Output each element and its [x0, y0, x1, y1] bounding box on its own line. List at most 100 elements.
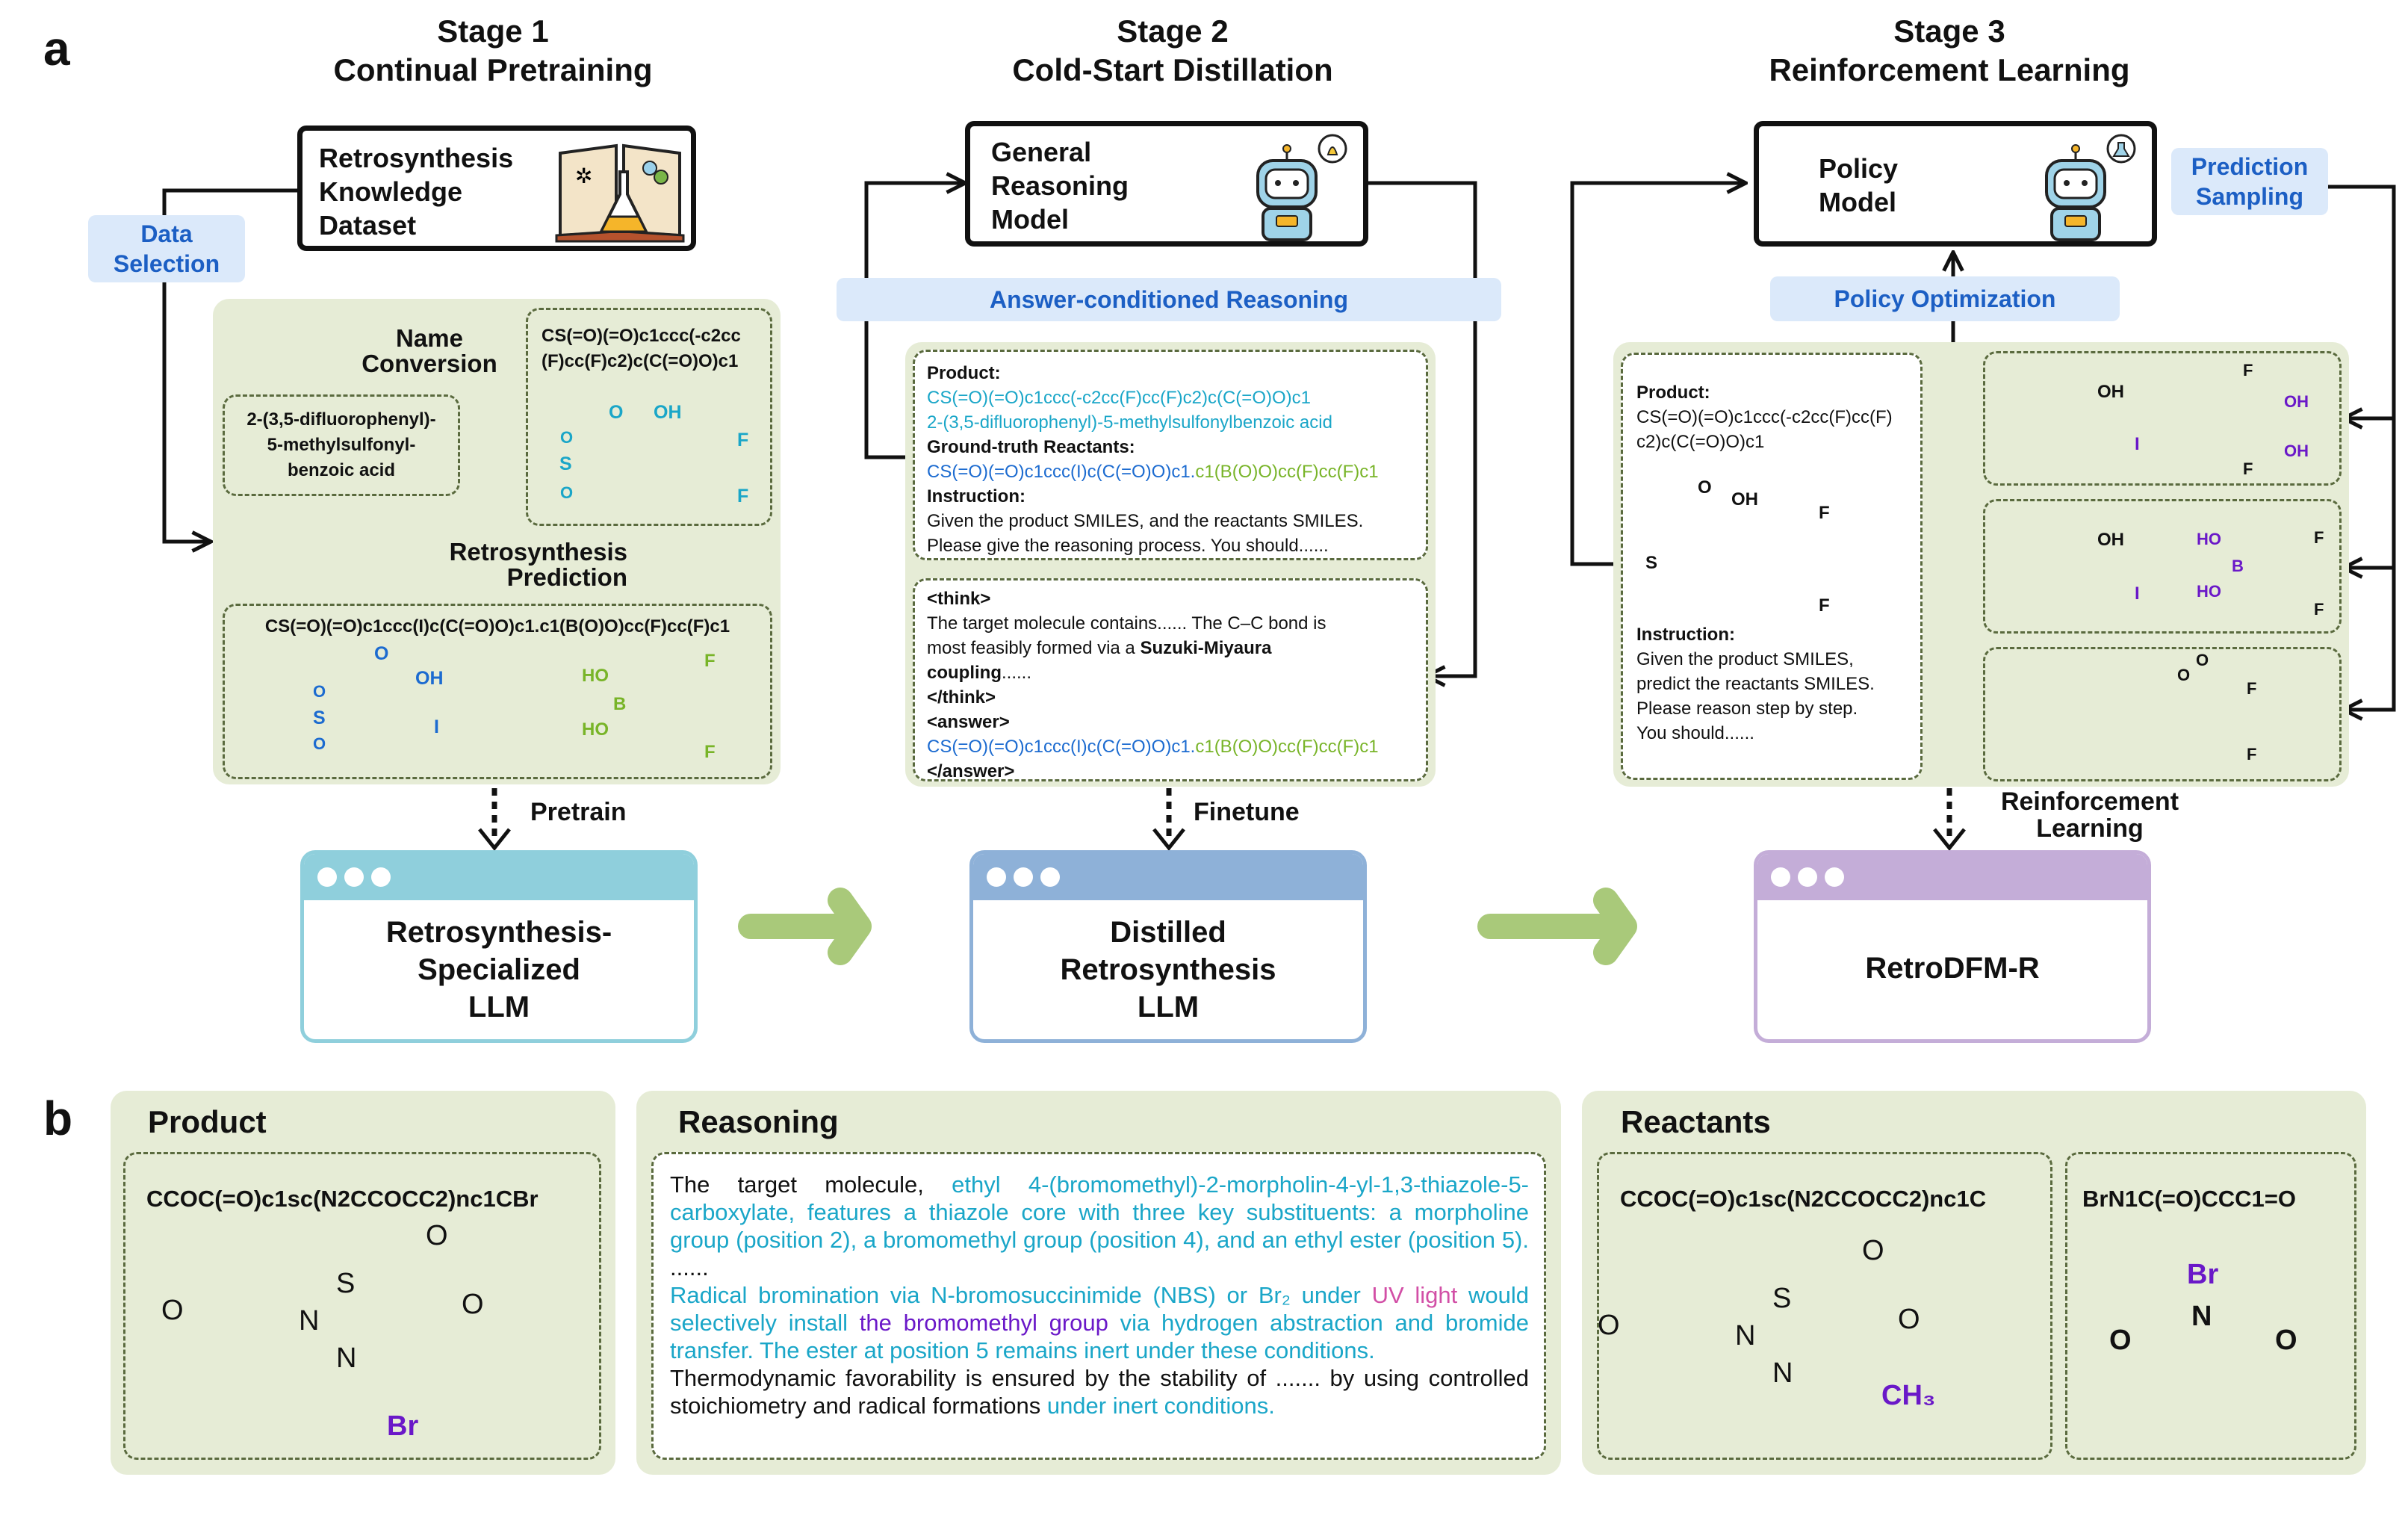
product-smiles: CS(=O)(=O)c1ccc(-c2cc(F)cc(F)c2)c(C(=O)O…: [927, 388, 1311, 408]
atom-o: O: [1698, 477, 1712, 498]
atom-f: F: [1819, 503, 1830, 523]
iupac-line3: benzoic acid: [287, 460, 396, 480]
llm2-line1: Distilled: [1110, 916, 1226, 949]
b-reactant2-smiles: BrN1C(=O)CCC1=O: [2082, 1186, 2296, 1212]
robot-thinking-icon: [1256, 134, 1347, 241]
instruction-line3: Please reason step by step.: [1636, 699, 1858, 719]
b-product-title: Product: [148, 1104, 267, 1139]
llm1-line1: Retrosynthesis-: [385, 916, 612, 949]
product-smiles-box: CS(=O)(=O)c1ccc(-c2cc (F)cc(F)c2)c(C(=O)…: [526, 308, 772, 526]
product-smiles-text: CS(=O)(=O)c1ccc(-c2cc (F)cc(F)c2)c(C(=O)…: [542, 323, 741, 374]
atom-oh: OH: [2097, 382, 2124, 402]
book-flask-icon: ✲: [555, 143, 685, 243]
think-line3: coupling......: [927, 660, 1379, 685]
dataset-line2: Knowledge: [319, 176, 463, 207]
rl-line2: Learning: [2036, 814, 2144, 843]
atom-n: N: [1772, 1357, 1793, 1389]
atom-f: F: [704, 742, 716, 762]
iupac-name-text: 2-(3,5-difluorophenyl)- 5-methylsulfonyl…: [225, 407, 458, 483]
b-product-smiles: CCOC(=O)c1sc(N2CCOCC2)nc1CBr: [146, 1186, 539, 1212]
window-dot: [344, 867, 364, 887]
b-product-panel: [111, 1091, 615, 1475]
retro-prediction-line1: Retrosynthesis: [449, 538, 627, 566]
b-reactants-title: Reactants: [1621, 1104, 1771, 1139]
prediction-sampling-label: Prediction Sampling: [2171, 148, 2328, 215]
b-reasoning-title: Reasoning: [678, 1104, 839, 1139]
stage3-product-text: Product: CS(=O)(=O)c1ccc(-c2cc(F)cc(F) c…: [1636, 380, 1893, 454]
atom-n: N: [1735, 1320, 1756, 1351]
name-conversion-label: Name Conversion: [336, 326, 523, 377]
atom-o: O: [426, 1220, 448, 1251]
atom-s: S: [313, 707, 326, 728]
reasoning-text-uv: UV light: [1371, 1282, 1458, 1308]
llm2-line2: Retrosynthesis: [1060, 953, 1276, 986]
atom-br: Br: [2187, 1259, 2219, 1290]
product-label: Product:: [1636, 383, 1710, 403]
atom-oh: OH: [654, 402, 682, 423]
instruction-line4: You should......: [1636, 723, 1754, 743]
atom-oh: OH: [2097, 530, 2124, 550]
window-dot: [1825, 867, 1844, 887]
gt-part1: CS(=O)(=O)c1ccc(I)c(C(=O)O)c1.: [927, 462, 1196, 482]
stage3-title-line2: Reinforcement Learning: [1769, 52, 2130, 87]
stage2-title-line1: Stage 2: [1117, 13, 1229, 49]
stage3-prompt-box: Product: CS(=O)(=O)c1ccc(-c2cc(F)cc(F) c…: [1621, 353, 1923, 780]
reasoning-text-5: would selectively install: [670, 1282, 1530, 1336]
reinforcement-learning-label: Reinforcement Learning: [1978, 788, 2202, 842]
answer-open: <answer>: [927, 712, 1010, 732]
b-reasoning-text: The target molecule, ethyl 4-(bromomethy…: [670, 1171, 1529, 1419]
window-dot: [317, 867, 337, 887]
b-reactant2-box: BrN1C(=O)CCC1=O Br N O O: [2065, 1152, 2356, 1460]
product-line2: c2)c(C(=O)O)c1: [1636, 432, 1765, 452]
general-model-line1: General: [991, 137, 1092, 167]
think-line2: most feasibly formed via a Suzuki-Miyaur…: [927, 636, 1379, 660]
stage1-title-line2: Continual Pretraining: [333, 52, 653, 87]
atom-o: O: [560, 428, 574, 447]
stage2-output-text: <think> The target molecule contains....…: [927, 586, 1379, 784]
stage2-output-box: <think> The target molecule contains....…: [913, 578, 1428, 781]
gt-reactants: CS(=O)(=O)c1ccc(I)c(C(=O)O)c1.c1(B(O)O)c…: [927, 459, 1379, 484]
llm1-line2: Specialized: [418, 953, 580, 986]
retro-prediction-line2: Prediction: [506, 563, 627, 591]
rl-line1: Reinforcement: [2000, 787, 2179, 816]
dotted-down-arrows: [478, 788, 1966, 852]
product-smiles-line1: CS(=O)(=O)c1ccc(-c2cc: [542, 326, 741, 346]
atom-i: I: [2135, 583, 2140, 604]
reasoning-text-1: The target molecule,: [670, 1171, 952, 1198]
atom-ho: HO: [2197, 582, 2221, 601]
reasoning-text-2: ethyl 4-(bromomethyl)-2-morpholin-4-yl-1…: [670, 1171, 1530, 1253]
think-line3-bold: coupling: [927, 663, 1002, 683]
atom-ch3: CH₃: [1881, 1380, 1936, 1411]
llm1-name: Retrosynthesis- Specialized LLM: [304, 914, 694, 1026]
general-reasoning-model-box: General Reasoning Model: [965, 121, 1368, 247]
instruction-line2: Please give the reasoning process. You s…: [927, 536, 1329, 556]
instruction-line1: Given the product SMILES,: [1636, 649, 1854, 669]
atom-i: I: [2135, 434, 2140, 454]
answer-part1: CS(=O)(=O)c1ccc(I)c(C(=O)O)c1.: [927, 737, 1196, 757]
stage1-green-panel: [213, 299, 781, 784]
atom-f: F: [1819, 595, 1830, 616]
atom-o: O: [1598, 1310, 1620, 1341]
prediction-sampling-line1: Prediction: [2191, 153, 2309, 180]
stage1-connectors: [162, 188, 297, 542]
data-selection-label: Data Selection: [88, 215, 245, 282]
distilled-llm-window: Distilled Retrosynthesis LLM: [969, 850, 1367, 1043]
retro-prediction-label: Retrosynthesis Prediction: [418, 539, 627, 590]
sample-prediction-1: OH I OH OH F F: [1983, 351, 2342, 486]
atom-o: O: [609, 402, 624, 423]
atom-n: N: [299, 1305, 320, 1337]
panel-letter-a: a: [43, 22, 70, 75]
window-dot: [1040, 867, 1060, 887]
atom-oh: OH: [1731, 489, 1758, 510]
think-line3-text: ......: [1001, 663, 1031, 683]
atom-f: F: [2247, 745, 2257, 764]
policy-model-line2: Model: [1819, 187, 1896, 217]
atom-s: S: [559, 453, 572, 474]
reactant-smiles-text: CS(=O)(=O)c1ccc(I)c(C(=O)O)c1.c1(B(O)O)c…: [264, 616, 730, 637]
iupac-name-box: 2-(3,5-difluorophenyl)- 5-methylsulfonyl…: [223, 394, 460, 496]
atom-o: O: [1898, 1304, 1920, 1335]
reasoning-text-8: under inert conditions.: [1046, 1393, 1275, 1419]
svg-text:✲: ✲: [575, 164, 592, 188]
window-titlebar: [304, 854, 694, 900]
